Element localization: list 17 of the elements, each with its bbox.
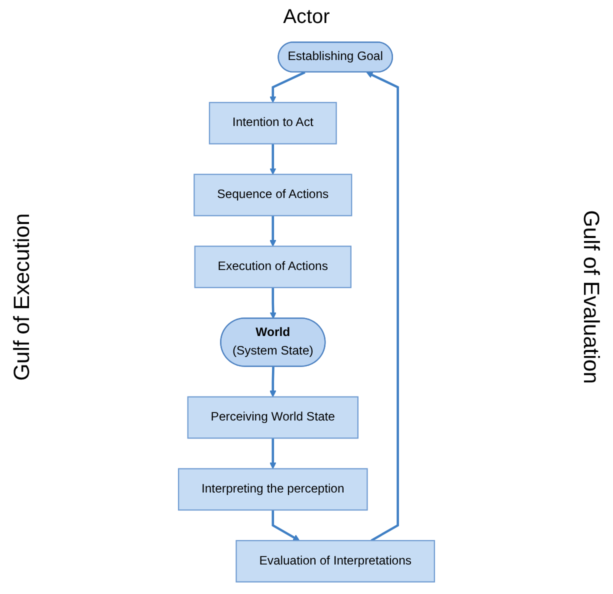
arrow [366,72,399,542]
node-box: Intention to Act [208,102,337,144]
node-box: Sequence of Actions [194,174,352,216]
gulf-label: Gulf of Evaluation [578,210,604,384]
node-box: Interpreting the perception [178,468,368,511]
node-box: Perceiving World State [187,396,358,439]
arrow [270,438,276,470]
arrow [270,366,276,398]
gulf-label: Gulf of Execution [9,213,35,381]
arrow [270,71,306,103]
role-label: Actor [283,6,330,29]
arrow [270,288,276,319]
node-box: Evaluation of Interpretations [236,540,436,582]
arrow [270,144,276,175]
arrow [272,510,300,541]
node-box: Execution of Actions [194,246,352,288]
arrow [270,216,276,247]
